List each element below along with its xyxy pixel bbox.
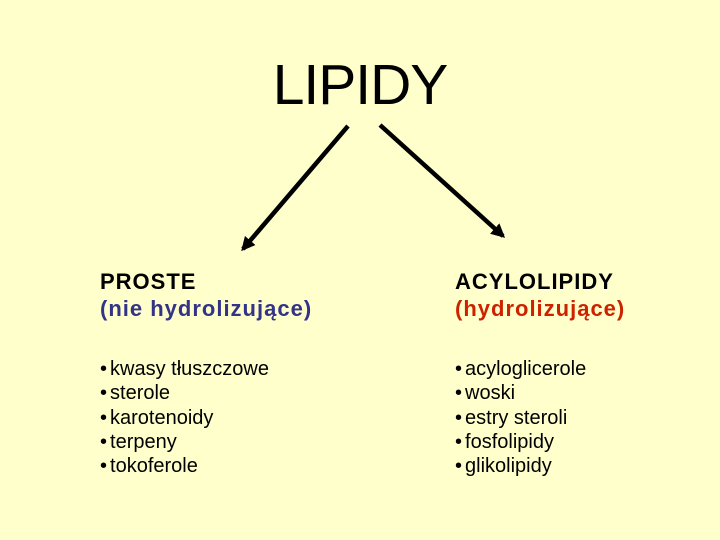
- list-item-text: estry steroli: [465, 406, 568, 429]
- bullet-icon: •: [455, 382, 463, 405]
- bullet-icon: •: [455, 358, 463, 380]
- bullet-icon: •: [455, 430, 463, 453]
- right-branch-heading: ACYLOLIPIDY: [455, 269, 614, 294]
- left-branch: PROSTE (nie hydrolizujące) •kwasy tłuszc…: [100, 268, 400, 478]
- list-item: •terpeny: [100, 430, 400, 454]
- arrow-right: [378, 123, 506, 238]
- list-item-text: tokoferole: [110, 455, 198, 478]
- right-branch: ACYLOLIPIDY (hydrolizujące) •acyloglicer…: [455, 268, 720, 478]
- list-item: •glikolipidy: [455, 454, 720, 478]
- bullet-icon: •: [100, 382, 108, 405]
- list-item: •tokoferole: [100, 454, 400, 478]
- bullet-icon: •: [100, 430, 108, 453]
- list-item-text: woski: [465, 382, 516, 405]
- bullet-icon: •: [100, 358, 108, 380]
- bullet-icon: •: [100, 455, 108, 478]
- bullet-icon: •: [455, 406, 463, 429]
- arrow-left: [241, 124, 350, 252]
- bullet-icon: •: [100, 406, 108, 429]
- left-branch-subheading: (nie hydrolizujące): [100, 296, 313, 321]
- list-item: •sterole: [100, 381, 400, 405]
- list-item: •acyloglicerole: [455, 357, 720, 381]
- list-item-text: sterole: [110, 382, 171, 405]
- left-branch-heading: PROSTE: [100, 269, 197, 294]
- list-item-text: karotenoidy: [110, 406, 214, 429]
- list-item: •karotenoidy: [100, 406, 400, 430]
- list-item-text: kwasy tłuszczowe: [110, 358, 269, 380]
- right-branch-list: •acyloglicerole•woski•estry steroli•fosf…: [455, 357, 720, 478]
- right-branch-subheading: (hydrolizujące): [455, 296, 626, 321]
- list-item: •kwasy tłuszczowe: [100, 357, 400, 381]
- list-item-text: fosfolipidy: [465, 430, 554, 453]
- left-branch-list: •kwasy tłuszczowe•sterole•karotenoidy•te…: [100, 357, 400, 478]
- list-item-text: glikolipidy: [465, 455, 552, 478]
- list-item-text: terpeny: [110, 430, 177, 453]
- list-item: •woski: [455, 381, 720, 405]
- slide-title: LIPIDY: [272, 53, 449, 117]
- list-item-text: acyloglicerole: [465, 358, 587, 380]
- list-item: •estry steroli: [455, 406, 720, 430]
- list-item: •fosfolipidy: [455, 430, 720, 454]
- bullet-icon: •: [455, 455, 463, 478]
